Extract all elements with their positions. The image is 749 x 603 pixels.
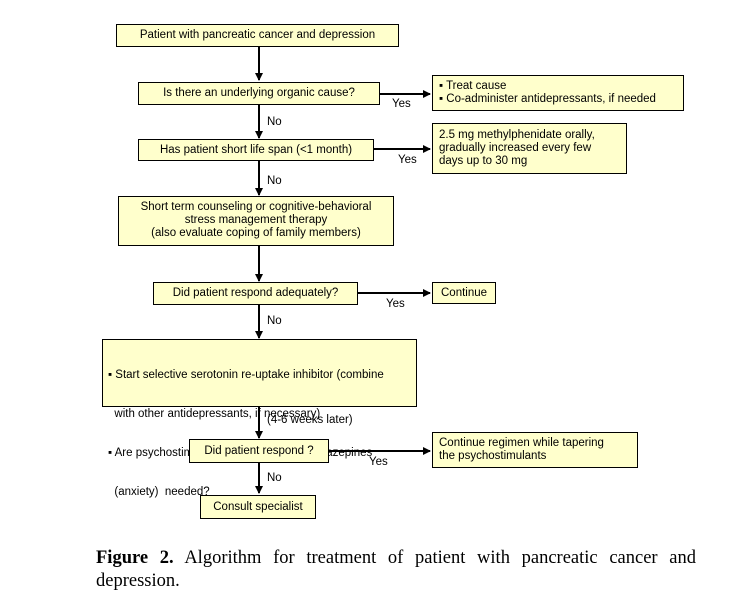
decision-organic-cause-text: Is there an underlying organic cause? bbox=[163, 87, 355, 99]
counseling-box: Short term counseling or cognitive-behav… bbox=[118, 196, 394, 246]
result-continue: Continue bbox=[432, 282, 496, 304]
consult-specialist-text: Consult specialist bbox=[213, 501, 303, 513]
decision-patient-respond-text: Did patient respond ? bbox=[204, 445, 314, 457]
start-box: Patient with pancreatic cancer and depre… bbox=[116, 24, 399, 47]
yes-label: Yes bbox=[369, 456, 388, 468]
result-continue-regimen-line: Continue regimen while tapering bbox=[439, 437, 604, 449]
decision-respond-adequately: Did patient respond adequately? bbox=[153, 282, 358, 305]
ssri-box-line: with other antidepressants, if necessary… bbox=[108, 408, 321, 420]
yes-label: Yes bbox=[386, 298, 405, 310]
no-label: No bbox=[267, 472, 282, 484]
counseling-box-line: (also evaluate coping of family members) bbox=[151, 227, 361, 239]
counseling-box-line: Short term counseling or cognitive-behav… bbox=[140, 201, 372, 213]
result-continue-regimen-line: the psychostimulants bbox=[439, 450, 547, 462]
decision-patient-respond: Did patient respond ? bbox=[189, 439, 329, 463]
no-label: No bbox=[267, 116, 282, 128]
result-methylphenidate-line: gradually increased every few bbox=[439, 142, 592, 154]
result-treat-cause: ▪ Treat cause ▪ Co-administer antidepres… bbox=[432, 75, 684, 111]
result-treat-cause-line: ▪ Co-administer antidepressants, if need… bbox=[439, 93, 656, 105]
decision-respond-adequately-text: Did patient respond adequately? bbox=[172, 287, 339, 299]
no-label: No bbox=[267, 315, 282, 327]
timing-label: (4-6 weeks later) bbox=[267, 414, 353, 426]
result-treat-cause-line: ▪ Treat cause bbox=[439, 80, 507, 92]
figure-caption: Figure 2. Algorithm for treatment of pat… bbox=[96, 547, 696, 593]
decision-short-life-span: Has patient short life span (<1 month) bbox=[138, 139, 374, 161]
ssri-box: ▪ Start selective serotonin re-uptake in… bbox=[102, 339, 417, 498]
ssri-box-line: ▪ Start selective serotonin re-uptake in… bbox=[108, 369, 384, 381]
start-box-text: Patient with pancreatic cancer and depre… bbox=[139, 29, 376, 41]
result-methylphenidate-line: 2.5 mg methylphenidate orally, bbox=[439, 129, 595, 141]
counseling-box-line: stress management therapy bbox=[184, 214, 328, 226]
no-label: No bbox=[267, 175, 282, 187]
result-methylphenidate: 2.5 mg methylphenidate orally, gradually… bbox=[432, 123, 627, 174]
ssri-box-line: (anxiety) needed? bbox=[108, 486, 210, 498]
figure-caption-label: Figure 2. bbox=[96, 548, 174, 568]
result-continue-regimen: Continue regimen while tapering the psyc… bbox=[432, 432, 638, 468]
yes-label: Yes bbox=[398, 154, 417, 166]
consult-specialist-box: Consult specialist bbox=[200, 495, 316, 519]
yes-label: Yes bbox=[392, 98, 411, 110]
figure-caption-text: Algorithm for treatment of patient with … bbox=[96, 548, 696, 591]
result-methylphenidate-line: days up to 30 mg bbox=[439, 155, 528, 167]
decision-organic-cause: Is there an underlying organic cause? bbox=[138, 82, 380, 105]
decision-short-life-span-text: Has patient short life span (<1 month) bbox=[159, 144, 353, 156]
result-continue-text: Continue bbox=[441, 287, 488, 299]
